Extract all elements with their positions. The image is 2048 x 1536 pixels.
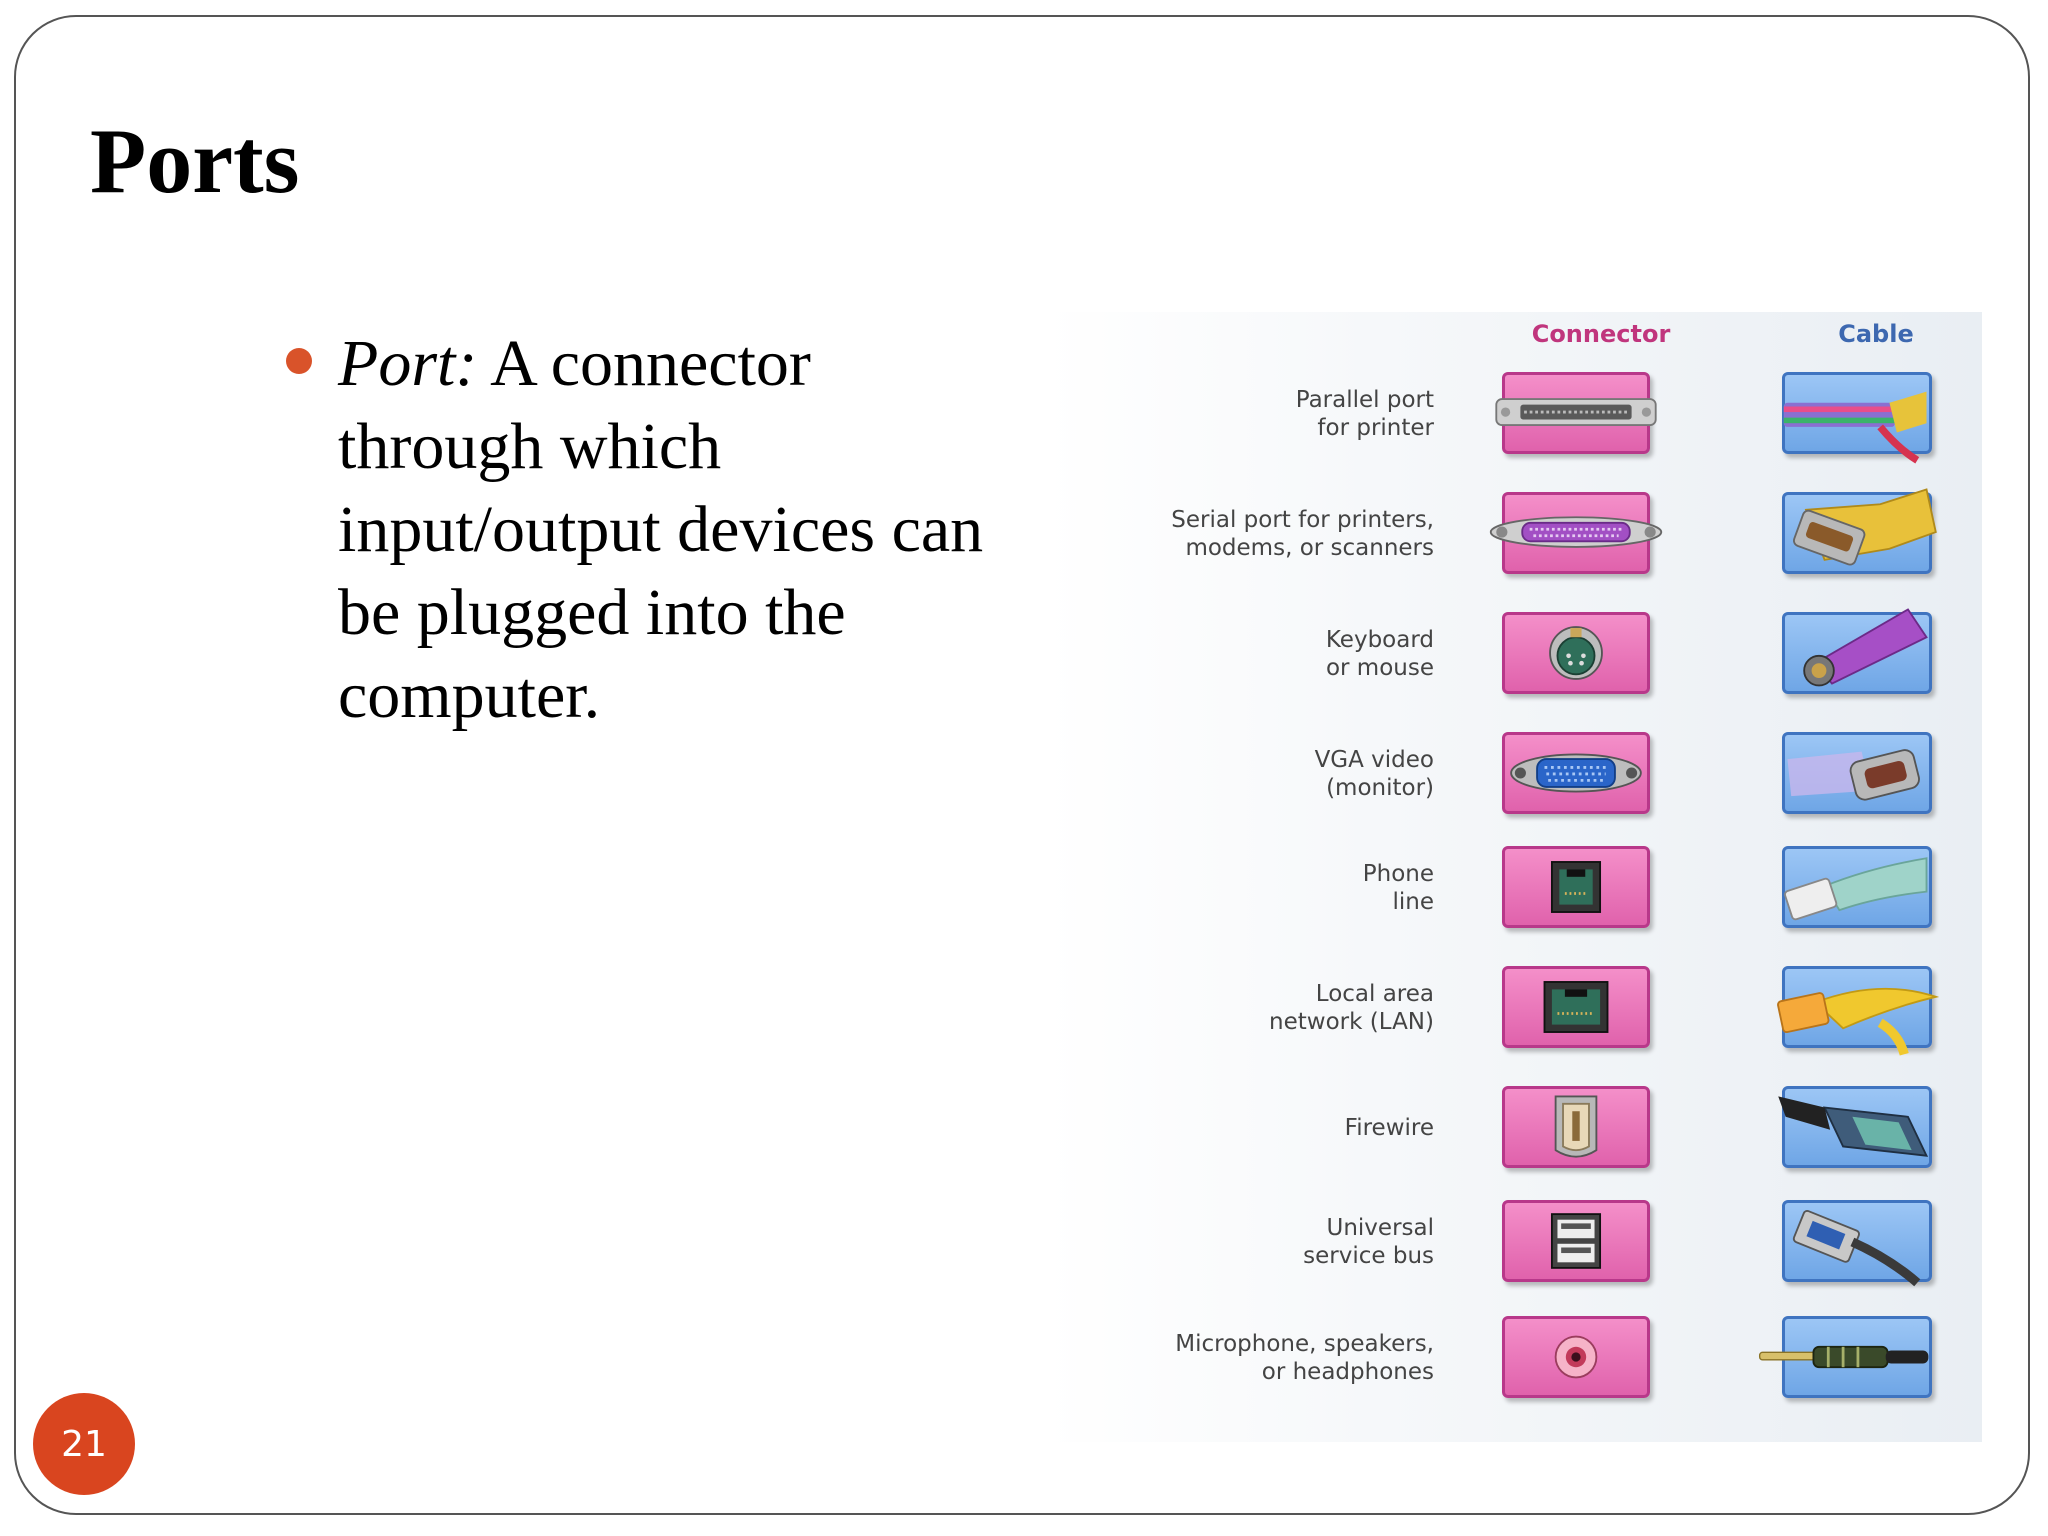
phone-cable-icon (1782, 846, 1932, 928)
port-label: Firewire (1344, 1115, 1434, 1141)
bullet-definition: A connector through which input/output d… (338, 327, 984, 732)
ps2-cable-icon (1782, 608, 1932, 694)
usb-cable-icon (1782, 1200, 1932, 1287)
port-row-parallel: Parallel port for printer (1046, 368, 1982, 468)
port-row-vga: VGA video (monitor) (1046, 728, 1982, 828)
usb-port-icon (1502, 1200, 1650, 1282)
port-row-lan: Local area network (LAN) (1046, 962, 1982, 1062)
port-label: Universal service bus (1303, 1215, 1434, 1269)
ps2-port-icon (1502, 612, 1650, 694)
vga-port-icon (1502, 732, 1650, 814)
port-row-firewire: Firewire (1046, 1082, 1982, 1182)
cable-column-header: Cable (1838, 320, 1914, 348)
phone-jack-icon (1502, 846, 1650, 928)
port-label: Microphone, speakers, or headphones (1175, 1331, 1434, 1385)
ports-figure: Connector Cable Parallel port for printe… (1046, 312, 1982, 1442)
port-row-audio: Microphone, speakers, or headphones (1046, 1312, 1982, 1412)
bullet-term: Port: (338, 327, 478, 400)
connector-column-header: Connector (1531, 320, 1671, 348)
parallel-cable-icon (1782, 372, 1932, 464)
port-label: Phone line (1362, 861, 1434, 915)
slide-title: Ports (90, 110, 300, 212)
parallel-port-icon (1495, 372, 1657, 454)
firewire-port-icon (1502, 1086, 1650, 1168)
vga-cable-icon (1782, 732, 1932, 814)
audio-jack-icon (1502, 1316, 1650, 1398)
port-row-keyboard: Keyboard or mouse (1046, 608, 1982, 708)
port-label: VGA video (monitor) (1314, 747, 1434, 801)
port-label: Parallel port for printer (1295, 387, 1434, 441)
port-row-phone: Phone line (1046, 842, 1982, 942)
bullet-dot-icon (286, 348, 312, 374)
page-number-badge: 21 (33, 1393, 135, 1495)
audio-plug-icon (1758, 1316, 1932, 1398)
port-label: Local area network (LAN) (1269, 981, 1434, 1035)
bullet-item: Port: A connector through which input/ou… (286, 322, 1006, 737)
serial-port-icon (1489, 492, 1663, 574)
serial-cable-icon (1782, 488, 1937, 574)
lan-cable-icon (1777, 966, 1940, 1056)
port-label: Keyboard or mouse (1325, 627, 1434, 681)
port-row-usb: Universal service bus (1046, 1196, 1982, 1296)
lan-jack-icon (1502, 966, 1650, 1048)
port-label: Serial port for printers, modems, or sca… (1171, 507, 1434, 561)
firewire-cable-icon (1778, 1086, 1932, 1168)
port-row-serial: Serial port for printers, modems, or sca… (1046, 488, 1982, 588)
bullet-text: Port: A connector through which input/ou… (338, 322, 1006, 737)
